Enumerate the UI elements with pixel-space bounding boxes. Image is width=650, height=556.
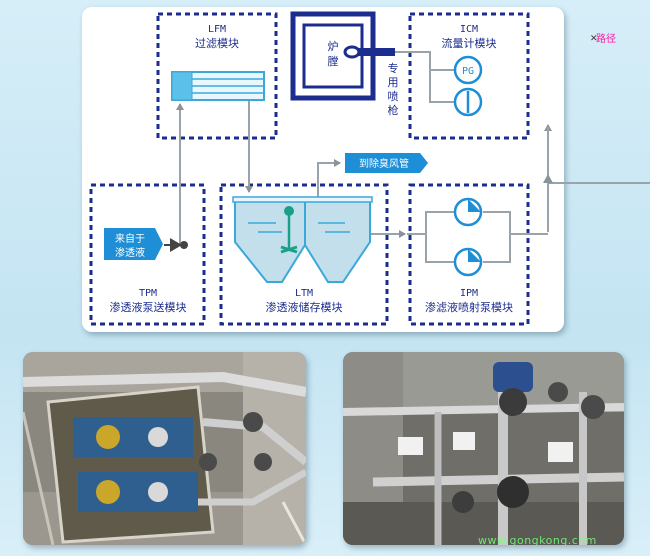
filter-unit	[171, 71, 265, 101]
ipm-module-box	[408, 183, 530, 326]
pipe-ipm-loop-left-b	[425, 234, 455, 263]
icm-code-label: ICM	[460, 24, 478, 35]
photo-pump-skid	[23, 352, 306, 545]
photo-valve-piping	[343, 352, 624, 545]
route-label: 路径	[596, 34, 616, 45]
lfm-module-box	[156, 12, 278, 140]
pipe-icm-return	[544, 124, 650, 184]
tpm-module-box	[89, 183, 206, 326]
pump-upper	[453, 197, 483, 227]
deodor-label: 到除臭风管	[359, 157, 409, 170]
lfm-name-label: 过滤模块	[195, 37, 239, 50]
ipm-name-label: 渗滤液喷射泵模块	[425, 300, 513, 314]
icm-module-box	[408, 12, 530, 140]
photo-valve-piping-image	[343, 352, 624, 545]
ipm-code-label: IPM	[460, 288, 478, 299]
route-marker-icon: ✕	[590, 34, 598, 44]
source-label-1: 来自于	[115, 232, 145, 245]
tpm-valve	[164, 238, 188, 252]
pipe-ipm-loop-left	[407, 211, 455, 235]
photo-pump-skid-image	[23, 352, 306, 545]
spray-gun-body	[355, 48, 395, 56]
pressure-gauge-label: PG	[462, 66, 474, 77]
source-arrow-shape	[104, 228, 163, 260]
agitator	[280, 206, 298, 254]
ltm-code-label: LTM	[295, 288, 313, 299]
ltm-name-label: 渗透液储存模块	[266, 300, 343, 314]
storage-tank	[232, 196, 373, 283]
watermark-text: www.gongkong.com	[478, 534, 597, 547]
icm-name-label: 流量计模块	[442, 36, 497, 50]
spray-gun-label-2: 用	[388, 76, 399, 89]
lfm-code-label: LFM	[208, 24, 226, 35]
deodor-arrow-shape	[345, 153, 428, 173]
spray-gun-label-4: 枪	[388, 103, 399, 117]
pipe-ipm-loop-right	[483, 211, 511, 263]
spray-gun-label-3: 喷	[388, 90, 399, 103]
pipe-gun-to-icm	[395, 51, 455, 71]
pressure-gauge	[453, 55, 483, 85]
tpm-name-label: 渗透液泵送模块	[110, 300, 187, 314]
riser-arrow	[543, 174, 553, 183]
spray-gun-nozzle	[343, 45, 361, 59]
source-label-2: 渗透液	[115, 246, 145, 259]
pipe-ltm-to-deodor	[317, 159, 341, 208]
tpm-code-label: TPM	[139, 288, 157, 299]
ltm-module-box	[219, 183, 389, 326]
pipe-icm-meter	[429, 70, 455, 103]
pump-lower	[453, 247, 483, 277]
furnace-label-2: 膛	[328, 54, 339, 68]
furnace-label-1: 炉	[328, 40, 339, 53]
spray-gun-label-1: 专	[388, 61, 399, 75]
